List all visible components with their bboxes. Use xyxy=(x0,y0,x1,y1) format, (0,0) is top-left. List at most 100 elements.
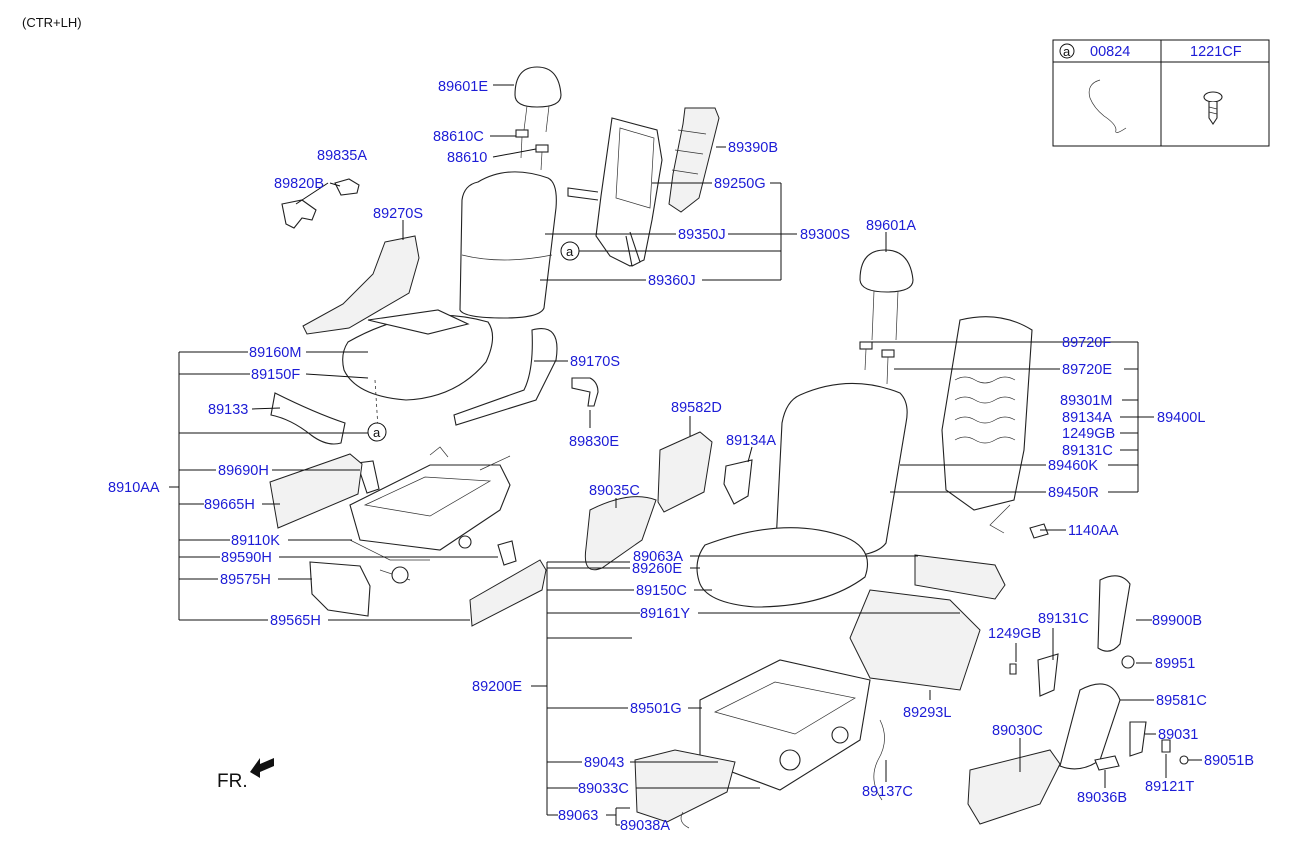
cover-89035C xyxy=(584,496,657,571)
label-89121T[interactable]: 89121T xyxy=(1145,779,1194,795)
label-89033C[interactable]: 89033C xyxy=(578,781,629,797)
label-89665H[interactable]: 89665H xyxy=(204,497,255,513)
label-89063[interactable]: 89063 xyxy=(558,808,598,824)
label-89270S[interactable]: 89270S xyxy=(373,206,423,222)
label-89300S[interactable]: 89300S xyxy=(800,227,850,243)
label-89131C-right[interactable]: 89131C xyxy=(1062,443,1113,459)
label-89501G[interactable]: 89501G xyxy=(630,701,682,717)
clip-89038A xyxy=(680,811,690,829)
label-89350J[interactable]: 89350J xyxy=(678,227,726,243)
svg-text:a: a xyxy=(566,244,574,259)
screw-icon xyxy=(1203,91,1223,125)
headrest-rear xyxy=(514,66,562,133)
label-89565H[interactable]: 89565H xyxy=(270,613,321,629)
label-89051B[interactable]: 89051B xyxy=(1204,753,1254,769)
label-89134A-right[interactable]: 89134A xyxy=(1062,410,1112,426)
back-panel-rear xyxy=(668,107,720,213)
label-89063A[interactable]: 89063A xyxy=(633,549,683,565)
label-89450R[interactable]: 89450R xyxy=(1048,485,1099,501)
seatback-frame-front xyxy=(941,316,1033,534)
bracket-89031 xyxy=(1129,721,1147,757)
side-trim-89270S xyxy=(302,235,420,335)
label-89820B[interactable]: 89820B xyxy=(274,176,324,192)
legend-col1[interactable]: 00824 xyxy=(1090,44,1130,60)
label-89293L[interactable]: 89293L xyxy=(903,705,951,721)
legend-table: a 00824 1221CF xyxy=(1052,39,1270,147)
panel-89665H xyxy=(269,453,363,529)
label-89160M[interactable]: 89160M xyxy=(249,345,301,361)
label-89582D[interactable]: 89582D xyxy=(671,400,722,416)
seat-cushion-front xyxy=(696,527,869,608)
label-89301M[interactable]: 89301M xyxy=(1060,393,1112,409)
label-1140AA[interactable]: 1140AA xyxy=(1068,523,1119,539)
headrest-front xyxy=(859,249,914,341)
label-1249GB-bottom[interactable]: 1249GB xyxy=(988,626,1041,642)
label-89200E[interactable]: 89200E xyxy=(472,679,522,695)
label-89161Y[interactable]: 89161Y xyxy=(640,606,690,622)
label-89260E[interactable]: 89260E xyxy=(632,561,682,577)
trim-89063A xyxy=(914,554,1006,600)
label-89133[interactable]: 89133 xyxy=(208,402,248,418)
label-89031[interactable]: 89031 xyxy=(1158,727,1198,743)
label-89250G[interactable]: 89250G xyxy=(714,176,766,192)
label-89830E[interactable]: 89830E xyxy=(569,434,619,450)
front-label: FR. xyxy=(217,771,248,792)
label-89035C[interactable]: 89035C xyxy=(589,483,640,499)
label-89043[interactable]: 89043 xyxy=(584,755,624,771)
label-89360J[interactable]: 89360J xyxy=(648,273,696,289)
label-8910AA[interactable]: 8910AA xyxy=(108,480,160,496)
bracket-89036B xyxy=(1094,755,1120,771)
label-89150F[interactable]: 89150F xyxy=(251,367,300,383)
label-89720F[interactable]: 89720F xyxy=(1062,335,1111,351)
seat-frame-front xyxy=(699,659,871,791)
label-89590H[interactable]: 89590H xyxy=(221,550,272,566)
callout-marker-a1: a xyxy=(560,241,580,261)
seatback-cover-front xyxy=(775,382,908,558)
bracket-89590H xyxy=(497,540,517,566)
cover-89575H xyxy=(309,561,371,617)
label-89390B[interactable]: 89390B xyxy=(728,140,778,156)
label-89575H[interactable]: 89575H xyxy=(220,572,271,588)
label-89581C[interactable]: 89581C xyxy=(1156,693,1207,709)
front-arrow-icon xyxy=(250,758,274,778)
svg-text:a: a xyxy=(373,425,381,440)
label-89030C[interactable]: 89030C xyxy=(992,723,1043,739)
label-89900B[interactable]: 89900B xyxy=(1152,613,1202,629)
bracket-89131C xyxy=(1037,653,1059,697)
label-89036B[interactable]: 89036B xyxy=(1077,790,1127,806)
cover-89582D xyxy=(657,431,713,513)
label-88610[interactable]: 88610 xyxy=(447,150,487,166)
label-89134A-mid[interactable]: 89134A xyxy=(726,433,776,449)
label-89170S[interactable]: 89170S xyxy=(570,354,620,370)
variant-label: (CTR+LH) xyxy=(22,15,82,30)
label-89601A[interactable]: 89601A xyxy=(866,218,916,234)
cable-89137C xyxy=(873,719,885,801)
label-89110K[interactable]: 89110K xyxy=(231,533,280,549)
label-89400L[interactable]: 89400L xyxy=(1157,410,1205,426)
label-89835A[interactable]: 89835A xyxy=(317,148,367,164)
label-89601E[interactable]: 89601E xyxy=(438,79,488,95)
label-89131C-bottom[interactable]: 89131C xyxy=(1038,611,1089,627)
screw-89121T xyxy=(1161,739,1171,753)
seatback-frame-rear xyxy=(567,117,663,267)
label-89720E[interactable]: 89720E xyxy=(1062,362,1112,378)
label-1249GB-right[interactable]: 1249GB xyxy=(1062,426,1115,442)
side-trim-89170S xyxy=(453,328,558,426)
leader-lines xyxy=(169,84,1202,826)
label-89038A[interactable]: 89038A xyxy=(620,818,670,834)
nut-89051B xyxy=(1179,755,1189,765)
legend-col2[interactable]: 1221CF xyxy=(1190,44,1242,60)
cap-89951 xyxy=(1121,655,1135,669)
callout-marker-a2: a xyxy=(367,422,387,442)
label-89137C[interactable]: 89137C xyxy=(862,784,913,800)
cover-89690H xyxy=(356,460,380,494)
label-89150C[interactable]: 89150C xyxy=(636,583,687,599)
part-labels: 89601E 88610C 88610 89390B 89250G 89835A… xyxy=(108,79,1254,834)
label-89690H[interactable]: 89690H xyxy=(218,463,269,479)
seat-frame-rear xyxy=(349,446,511,584)
label-89951[interactable]: 89951 xyxy=(1155,656,1195,672)
label-88610C[interactable]: 88610C xyxy=(433,129,484,145)
clip-89835A xyxy=(334,178,360,196)
label-89460K[interactable]: 89460K xyxy=(1048,458,1098,474)
cover-89030C xyxy=(967,749,1061,825)
